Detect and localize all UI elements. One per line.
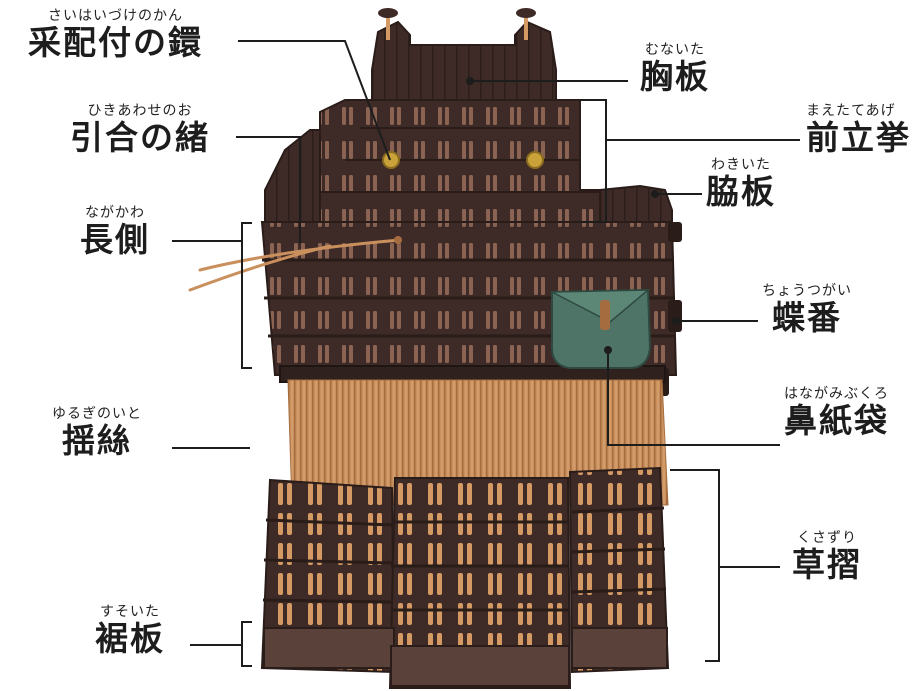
kusazuri-panels	[260, 466, 670, 689]
label-nagagawa-kanji: 長側	[80, 220, 150, 259]
label-yurugi-kanji: 揺絲	[62, 421, 132, 460]
hinge-top	[668, 222, 682, 242]
label-saihai-ruby: さいはいづけのかん	[48, 8, 183, 24]
label-yurugi-ruby: ゆるぎのいと	[52, 406, 142, 422]
label-maetate: まえたてあげ 前立挙	[806, 103, 911, 157]
label-nagagawa: ながかわ 長側	[80, 205, 150, 259]
munaita-knob-right	[516, 8, 536, 18]
munaita-cord-left	[386, 12, 390, 40]
label-nagagawa-ruby: ながかわ	[85, 205, 145, 221]
munaita-cord-right	[524, 12, 528, 40]
label-muna-ruby: むないた	[645, 42, 705, 58]
label-chotsugai-ruby: ちょうつがい	[762, 283, 852, 299]
label-hanagami-ruby: はながみぶくろ	[784, 386, 889, 402]
label-waki-kanji: 脇板	[706, 172, 776, 211]
label-muna-kanji: 胸板	[640, 57, 710, 96]
label-hikiawase: ひきあわせのお 引合の緒	[70, 103, 210, 157]
label-waki-ruby: わきいた	[711, 157, 771, 173]
label-suso-ruby: すそいた	[100, 604, 160, 620]
saihai-ring-right	[526, 151, 544, 169]
label-suso-kanji: 裾板	[95, 619, 165, 658]
label-waki: わきいた 脇板	[706, 157, 776, 211]
maetateage-plates	[299, 99, 601, 226]
label-yurugi: ゆるぎのいと 揺絲	[52, 406, 142, 460]
label-chotsugai-kanji: 蝶番	[772, 298, 842, 337]
left-side-plate	[264, 129, 321, 226]
label-kusazuri-kanji: 草摺	[792, 545, 862, 584]
label-kusazuri-ruby: くさずり	[797, 530, 857, 546]
label-maetate-kanji: 前立挙	[806, 118, 911, 157]
label-saihai-kanji: 采配付の鐶	[28, 23, 203, 62]
label-hikiawase-kanji: 引合の緒	[70, 118, 210, 157]
munaita-plate	[371, 20, 557, 101]
hikiawase-cord	[188, 238, 402, 292]
label-hanagami: はながみぶくろ 鼻紙袋	[784, 386, 889, 440]
label-chotsugai: ちょうつがい 蝶番	[762, 283, 852, 337]
saihai-ring-left	[382, 151, 400, 169]
label-muna: むないた 胸板	[640, 42, 710, 96]
label-suso: すそいた 裾板	[95, 604, 165, 658]
munaita-knob-left	[378, 8, 398, 18]
label-maetate-ruby: まえたてあげ	[806, 103, 896, 119]
label-hanagami-kanji: 鼻紙袋	[784, 401, 889, 440]
hinge-middle	[668, 300, 682, 332]
label-saihai: さいはいづけのかん 采配付の鐶	[28, 8, 203, 62]
label-hikiawase-ruby: ひきあわせのお	[87, 103, 193, 119]
label-kusazuri: くさずり 草摺	[792, 530, 862, 584]
